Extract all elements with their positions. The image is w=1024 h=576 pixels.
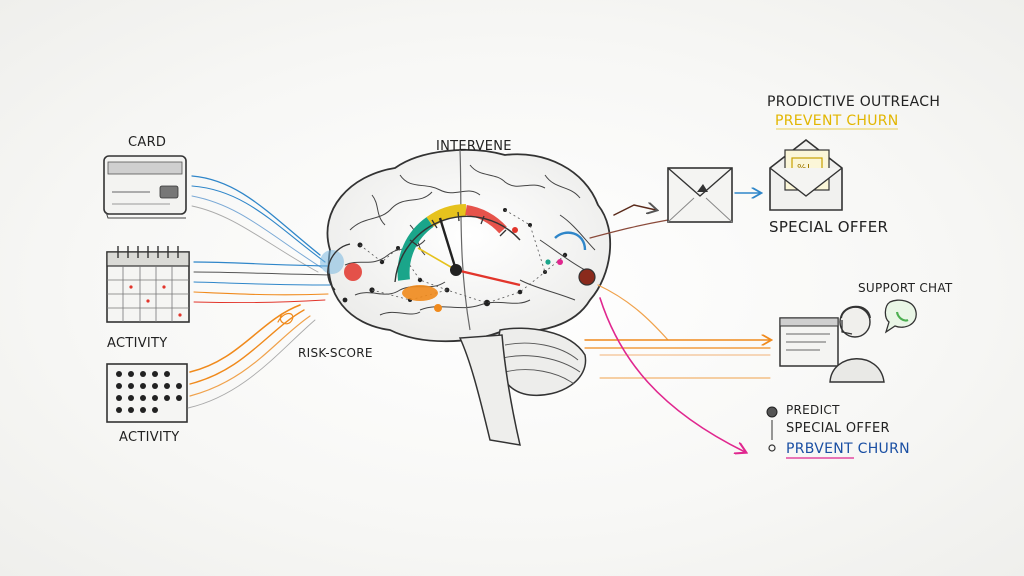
dot-grid-calendar-icon xyxy=(106,363,188,423)
predict-label: PREDICT xyxy=(786,403,840,417)
input-flow-lines xyxy=(187,175,333,409)
special-offer-label-top: SPECIAL OFFER xyxy=(769,218,889,236)
calendar-icon xyxy=(106,246,190,323)
output-flow-lines xyxy=(584,193,770,452)
card-label: CARD xyxy=(128,135,167,150)
special-offer-label-bottom: SPECIAL OFFER xyxy=(786,421,890,436)
bullet-list-markers xyxy=(766,406,854,459)
envelope-icon xyxy=(667,167,733,223)
support-chat-label: SUPPORT CHAT xyxy=(858,281,953,295)
gauge-icon xyxy=(394,204,521,287)
brain-icon xyxy=(320,149,611,446)
risk-score-label: RISK-SCORE xyxy=(298,346,373,360)
activity-label-bottom: ACTIVITY xyxy=(119,430,180,445)
activity-label-top: ACTIVITY xyxy=(107,336,168,351)
prevent-churn-label-bottom: PRBVENT CHURN xyxy=(786,441,910,457)
outreach-label: PRODICTIVE OUTREACH xyxy=(767,94,941,110)
open-envelope-offer-icon: %! xyxy=(769,138,843,211)
prevent-churn-label-top: PREVENT CHURN xyxy=(775,113,899,129)
intervene-label: INTERVENE xyxy=(436,139,512,154)
support-agent-icon xyxy=(779,305,885,383)
credit-card-icon xyxy=(103,155,187,219)
chat-bubble-icon xyxy=(884,299,917,334)
